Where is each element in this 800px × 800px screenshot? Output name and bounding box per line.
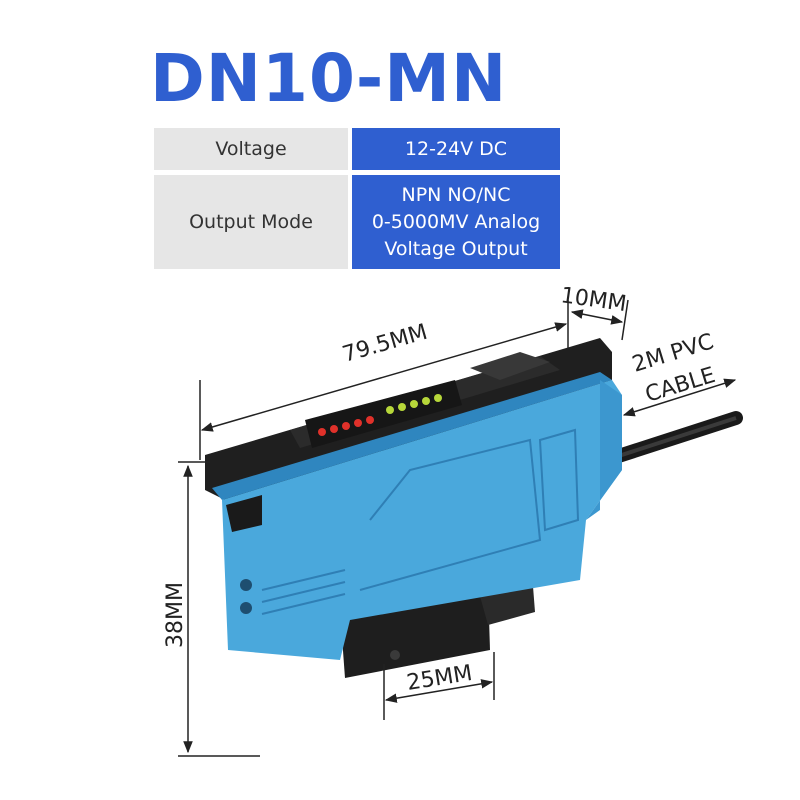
dimension-cable: 2M PVC CABLE — [622, 329, 737, 417]
mounting-hole — [240, 579, 252, 591]
product-title: DN10-MN — [150, 40, 508, 117]
dimension-length-label: 79.5MM — [340, 320, 430, 368]
dimension-height-label: 38MM — [163, 582, 188, 648]
dimension-height: 38MM — [163, 461, 260, 757]
spec-value-line: Voltage Output — [384, 237, 528, 260]
spec-label-output-mode: Output Mode — [154, 175, 348, 269]
spec-value-line: 12-24V DC — [404, 137, 508, 160]
dimension-width-label: 10MM — [559, 283, 628, 317]
mounting-hole — [240, 602, 252, 614]
spec-table: Voltage 12-24V DC Output Mode NPN NO/NC … — [150, 123, 564, 274]
dimension-width: 10MM — [559, 283, 629, 341]
spec-label-voltage: Voltage — [154, 128, 348, 170]
spec-row-output-mode: Output Mode NPN NO/NC 0-5000MV Analog Vo… — [154, 175, 560, 269]
spec-value-output-mode: NPN NO/NC 0-5000MV Analog Voltage Output — [352, 175, 560, 269]
spec-value-voltage: 12-24V DC — [352, 128, 560, 170]
dimension-base-label: 25MM — [405, 661, 474, 696]
spec-value-line: NPN NO/NC — [401, 183, 511, 206]
spec-row-voltage: Voltage 12-24V DC — [154, 128, 560, 170]
pvc-cable — [593, 411, 743, 469]
spec-value-line: 0-5000MV Analog — [371, 210, 541, 233]
